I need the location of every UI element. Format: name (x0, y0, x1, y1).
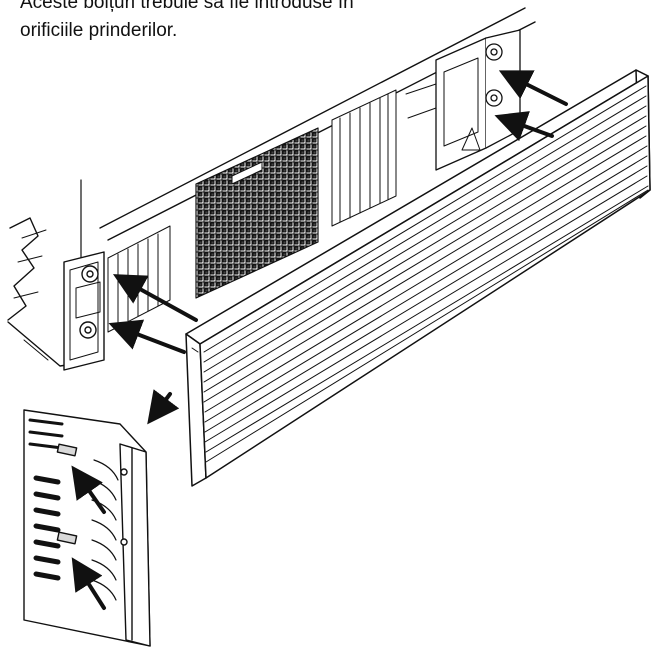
detail-arrows (71, 465, 106, 610)
mesh-vent-panel (195, 127, 319, 299)
arrow-lower-left-pin (108, 319, 186, 354)
arrow-detail-upper-pin (71, 465, 106, 514)
arrow-upper-left-pin (112, 274, 198, 322)
arrow-upper-right-pin (498, 70, 568, 106)
insertion-arrows (108, 70, 568, 425)
bezel-grille-lines (203, 85, 649, 463)
arrow-detail-lower-pin (71, 557, 106, 610)
detail-inset (23, 409, 151, 647)
left-vent-slots (107, 225, 171, 333)
instruction-caption: Aceste bolțuri trebuie să fie introduse … (20, 0, 460, 45)
caption-line-1: Aceste bolțuri trebuie să fie introduse … (20, 0, 354, 13)
arrow-detail-pointer (147, 389, 180, 425)
arrow-lower-right-pin (494, 111, 554, 142)
caption-line-2: orificiile prinderilor. (20, 20, 178, 41)
right-vent-slots (331, 89, 397, 227)
front-bezel (185, 69, 651, 487)
